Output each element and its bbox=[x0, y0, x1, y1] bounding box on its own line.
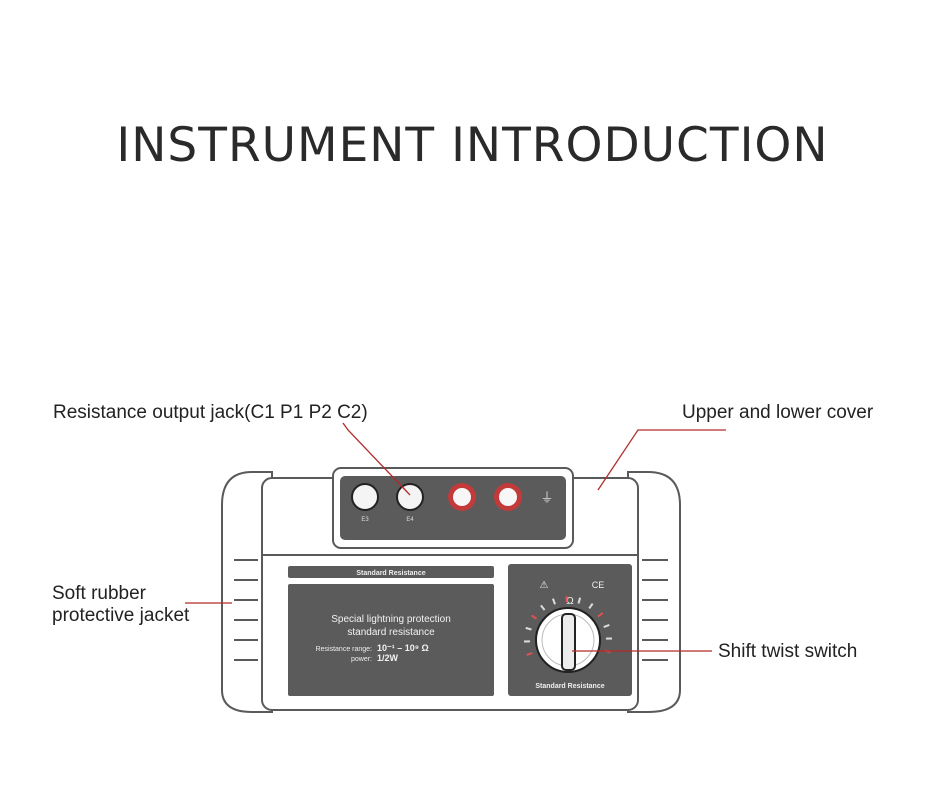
dial-tick bbox=[530, 614, 538, 620]
power-label: power: bbox=[351, 656, 372, 663]
jack-label-e3: E3 bbox=[361, 517, 369, 523]
dial-panel: ⚠ CE Ω Standard Resistance bbox=[508, 564, 632, 696]
callout-cover: Upper and lower cover bbox=[682, 402, 874, 423]
switch-handle bbox=[561, 613, 576, 671]
range-label: Resistance range: bbox=[316, 646, 372, 653]
omega-icon: Ω bbox=[566, 596, 574, 607]
dial-footer: Standard Resistance bbox=[535, 683, 604, 690]
dial-tick bbox=[540, 604, 546, 611]
ground-icon: ⏚ bbox=[540, 490, 553, 505]
label-line1: Special lightning protection bbox=[331, 614, 451, 625]
callout-jacket-line1: Soft rubber bbox=[52, 583, 146, 604]
jack-e4 bbox=[396, 483, 424, 511]
dial-tick bbox=[552, 598, 556, 605]
page-title: INSTRUMENT INTRODUCTION bbox=[116, 118, 829, 173]
ce-mark: CE bbox=[592, 580, 605, 590]
right-rubber-jacket bbox=[627, 471, 681, 713]
jack-label-e4: E4 bbox=[406, 517, 414, 523]
warning-icon: ⚠ bbox=[540, 580, 549, 591]
leader-cover bbox=[597, 429, 726, 491]
output-jacks: E3 E4 ⏚ bbox=[351, 483, 554, 523]
callout-jacket-line2: protective jacket bbox=[52, 605, 190, 626]
leader-jack bbox=[342, 422, 411, 496]
label-panel: Standard Resistance Special lightning pr… bbox=[288, 566, 494, 696]
dial-tick bbox=[588, 602, 594, 610]
leader-lines bbox=[185, 422, 726, 652]
range-value: 10⁻¹ – 10⁹ Ω bbox=[377, 643, 429, 653]
callout-switch: Shift twist switch bbox=[718, 641, 858, 662]
jack-panel bbox=[340, 476, 566, 540]
dial-tick bbox=[603, 624, 610, 628]
jack-e3 bbox=[351, 483, 379, 511]
label-panel-header: Standard Resistance bbox=[356, 570, 425, 577]
dial-tick bbox=[597, 612, 604, 618]
dial-tick bbox=[577, 597, 582, 604]
dial-tick bbox=[526, 652, 533, 656]
label-line2: standard resistance bbox=[347, 627, 435, 638]
dial-ticks bbox=[523, 595, 613, 656]
callout-output-jack: Resistance output jack(C1 P1 P2 C2) bbox=[53, 402, 368, 423]
power-value: 1/2W bbox=[377, 653, 399, 663]
left-rubber-jacket bbox=[221, 471, 273, 713]
dial-tick bbox=[525, 626, 532, 631]
